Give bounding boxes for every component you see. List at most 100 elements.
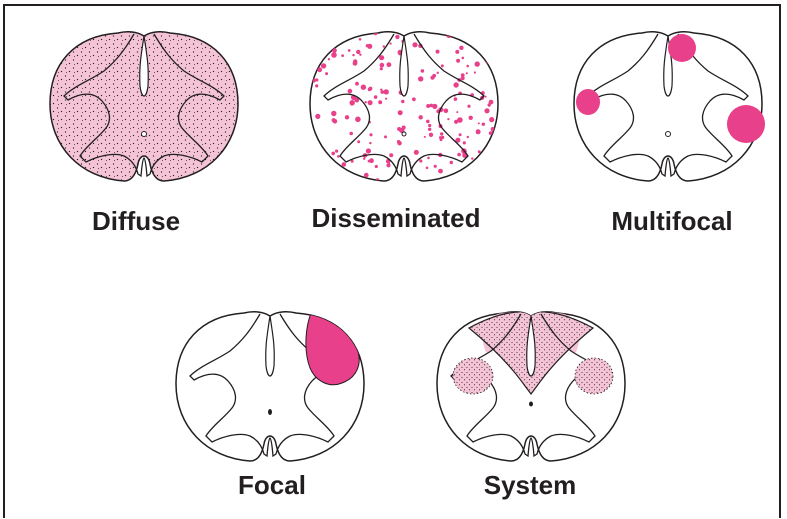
lesion-dot (421, 69, 425, 73)
lesion-dot (492, 149, 497, 154)
lesion-dot (328, 58, 330, 60)
lesion-dot (355, 82, 359, 86)
lesion-dot (353, 59, 357, 63)
lesion-dot (466, 65, 469, 68)
lesion-dot (412, 42, 417, 47)
lesion-dot (380, 64, 384, 68)
lesion-dot (365, 101, 367, 103)
lesion-dot (454, 97, 458, 101)
lesion-dot (426, 104, 430, 108)
lesion-dot (386, 163, 390, 167)
lesion-dot (485, 96, 487, 98)
panel-label-disseminated: Disseminated (311, 203, 480, 234)
lesion-dot (427, 157, 430, 160)
lesion-dot (401, 100, 404, 103)
lesion-dot (471, 157, 473, 159)
lesion-dot (331, 111, 336, 116)
lesion-dot (440, 132, 443, 135)
lesion-dot (345, 115, 349, 119)
multifocal-lesion (727, 105, 765, 143)
lesion-dot (364, 173, 369, 178)
lesion-dot (385, 98, 387, 100)
lesion-dot (397, 141, 401, 145)
lesion-dot (476, 129, 481, 134)
lesion-dot (378, 100, 382, 104)
lesion-dot (465, 33, 469, 37)
lesion-dot (368, 88, 372, 92)
lesion-dot (356, 50, 360, 54)
lesion-dot (359, 54, 361, 56)
diffuse-cord-diagram (50, 32, 238, 181)
lesion-dot (311, 68, 315, 72)
lesion-dot (428, 124, 431, 127)
lesion-dot (447, 118, 449, 120)
panel-label-diffuse: Diffuse (92, 206, 180, 237)
lesion-dot (380, 89, 382, 91)
lesion-dot (361, 85, 366, 90)
lesion-dot (366, 44, 369, 47)
lesion-dot (469, 116, 473, 120)
lesion-dot (490, 148, 495, 153)
lesion-dot (397, 127, 401, 131)
lesion-dot (441, 64, 444, 67)
lesion-dot (467, 105, 470, 108)
lesion-dot (459, 46, 463, 50)
lesion-dot (461, 73, 465, 77)
lesion-dot (348, 89, 353, 94)
lesion-dot (315, 78, 318, 81)
lesion-dot (375, 165, 378, 168)
lesion-dot (475, 61, 480, 66)
lesion-dot (412, 97, 416, 101)
lesion-dot (457, 153, 461, 157)
lesion-dot (325, 72, 328, 75)
lesion-dot (387, 62, 392, 67)
panel-label-focal: Focal (238, 470, 306, 501)
lesion-dot (490, 35, 493, 38)
lesion-dot (456, 111, 458, 113)
lesion-dot (320, 33, 325, 38)
lesion-dot (310, 45, 316, 51)
system-cord-diagram (437, 311, 625, 461)
lesion-dot (398, 110, 403, 115)
lesion-dot (327, 171, 329, 173)
lesion-dot (428, 128, 431, 131)
lesion-dot (483, 151, 486, 154)
lesion-dot (455, 50, 459, 54)
lesion-dot (368, 100, 373, 105)
lesion-dot (437, 72, 439, 74)
lesion-dot (315, 114, 320, 119)
lesion-dot (357, 140, 360, 143)
lesion-dot (335, 150, 338, 153)
lesion-dot (453, 33, 456, 36)
lesion-dot (331, 152, 335, 156)
lesion-dot (450, 161, 453, 164)
multifocal-lesion (668, 34, 696, 62)
lesion-dot (444, 109, 449, 114)
lesion-dot (380, 67, 383, 70)
lesion-dot (456, 59, 460, 63)
lesion-dot (349, 132, 353, 136)
lesion-dot (384, 135, 387, 138)
focal-lesion (306, 306, 359, 385)
lesion-dot (462, 57, 465, 60)
lesion-dot (478, 174, 483, 179)
disseminated-cord-diagram (310, 31, 498, 183)
lesion-dot (321, 63, 326, 68)
lesion-dot (333, 119, 338, 124)
multifocal-cord-diagram (574, 32, 765, 181)
lesion-dot (489, 131, 493, 135)
lesion-dot (341, 54, 344, 57)
multifocal-lesion (576, 89, 600, 115)
lesion-dot (337, 155, 340, 158)
lesion-dot (467, 136, 469, 138)
focal-cord-diagram (176, 306, 364, 461)
lesion-dot (429, 133, 433, 137)
lesion-dot (369, 133, 372, 136)
lesion-dot (342, 162, 347, 167)
lesion-dot (351, 103, 354, 106)
lesion-dot (463, 141, 466, 144)
lesion-dot (359, 38, 362, 41)
lesion-dot (312, 144, 315, 147)
lesion-dot (352, 54, 354, 56)
